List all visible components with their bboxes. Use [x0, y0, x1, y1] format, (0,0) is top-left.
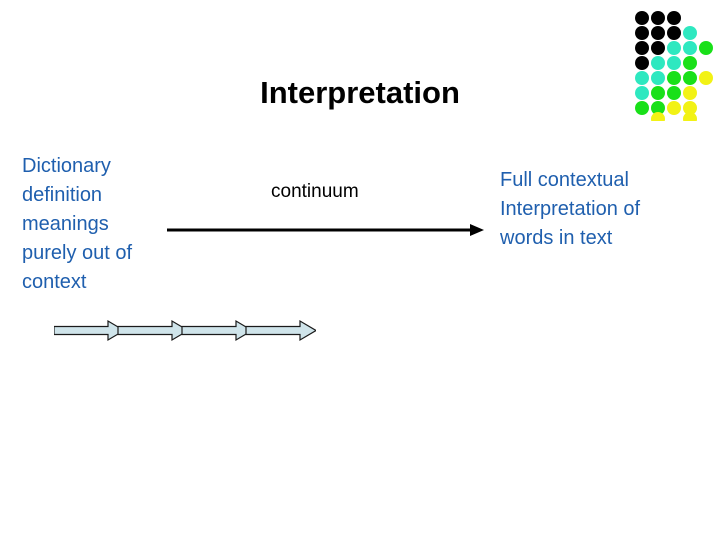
grid-dot	[651, 56, 665, 70]
grid-dot	[635, 41, 649, 55]
grid-dot	[635, 71, 649, 85]
grid-dot	[683, 41, 697, 55]
grid-dot	[651, 11, 665, 25]
grid-dot	[651, 26, 665, 40]
dot-grid-dots	[635, 11, 713, 121]
grid-dot	[667, 71, 681, 85]
grid-dot	[683, 112, 697, 121]
right-arrow-icon	[167, 224, 484, 236]
grid-dot	[683, 26, 697, 40]
grid-dot	[667, 101, 681, 115]
continuum-label: continuum	[271, 181, 359, 202]
grid-dot	[683, 101, 697, 115]
grid-dot	[651, 41, 665, 55]
grid-dot	[651, 86, 665, 100]
chevron-arrow-icon	[54, 319, 126, 342]
chevron-arrow-icon	[181, 319, 254, 342]
page-title: Interpretation	[260, 74, 460, 110]
grid-dot	[699, 41, 713, 55]
grid-dot	[683, 86, 697, 100]
left-text-block: Dictionary definition meanings purely ou…	[22, 155, 133, 293]
grid-dot	[683, 71, 697, 85]
grid-dot	[635, 86, 649, 100]
grid-dot	[651, 71, 665, 85]
grid-dot	[667, 26, 681, 40]
grid-dot	[635, 56, 649, 70]
grid-dot	[635, 11, 649, 25]
chevron-arrow-icon	[245, 319, 316, 342]
grid-dot	[667, 11, 681, 25]
grid-dot	[683, 56, 697, 70]
grid-dot	[699, 71, 713, 85]
grid-dot	[667, 86, 681, 100]
grid-dot	[651, 112, 665, 121]
chevron-arrow-group	[54, 319, 316, 345]
grid-dot	[635, 26, 649, 40]
continuum-arrow	[166, 219, 486, 241]
right-text-block: Full contextual Interpretation of words …	[500, 169, 641, 249]
grid-dot	[667, 56, 681, 70]
dot-grid-decoration	[633, 9, 715, 121]
grid-dot	[651, 101, 665, 115]
chevron-arrow-icon	[117, 319, 190, 342]
grid-dot	[635, 101, 649, 115]
grid-dot	[667, 41, 681, 55]
